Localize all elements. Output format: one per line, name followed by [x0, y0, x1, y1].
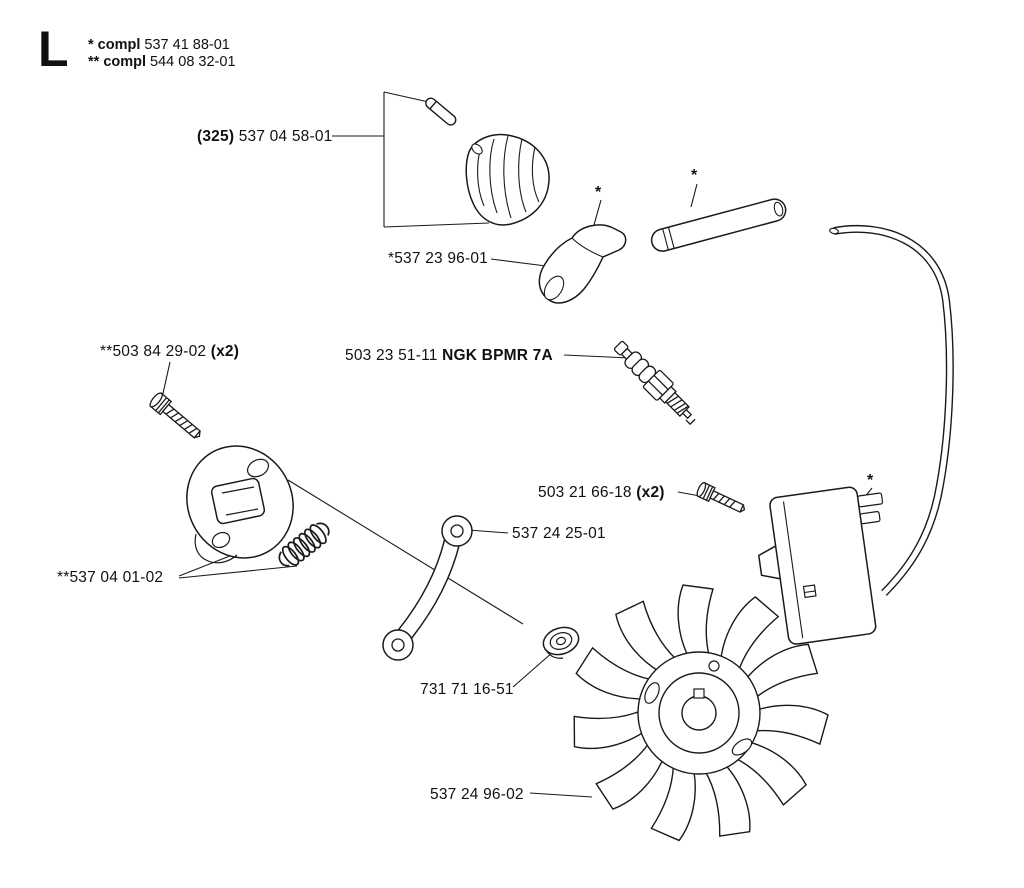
- label-link-arm: 537 24 25-01: [512, 525, 606, 543]
- label-flywheel-nut: 731 71 16-51: [420, 681, 514, 699]
- label-spark-plug: 503 23 51-11 NGK BPMR 7A: [345, 347, 553, 365]
- part-number-text: **537 04 01-02: [57, 569, 164, 586]
- footnote-compl-1: * compl 537 41 88-01: [88, 37, 230, 53]
- asterisk-mark-tube: *: [691, 167, 698, 184]
- carrier-screw: [149, 392, 201, 439]
- label-flywheel: 537 24 96-02: [430, 786, 524, 804]
- flywheel-nut: [542, 626, 580, 659]
- extension-tube: [650, 198, 787, 252]
- part-number-text: 503 23 51-11: [345, 347, 438, 364]
- asterisk-mark-module: *: [867, 472, 874, 489]
- footnote-compl-2: ** compl 544 08 32-01: [88, 54, 236, 70]
- plug-type-text: NGK BPMR 7A: [442, 347, 553, 364]
- part-number-text: **503 84 29-02: [100, 343, 207, 360]
- quantity-text: (x2): [210, 343, 240, 360]
- ignition-module: [757, 486, 884, 645]
- part-number-text: 537 41 88-01: [144, 37, 230, 53]
- flywheel: [569, 584, 830, 843]
- part-number-text: 537 24 96-02: [430, 786, 524, 803]
- part-number-text: 537 24 25-01: [512, 525, 606, 542]
- footnote-mark-text: * compl: [88, 37, 141, 53]
- elbow-cap: [538, 224, 627, 304]
- label-spark-plug-boot: (325) 537 04 58-01: [197, 128, 332, 146]
- label-carrier-plate: **537 04 01-02: [57, 569, 163, 587]
- footnote-mark-text: ** compl: [88, 54, 147, 70]
- spark-plug: [613, 340, 696, 426]
- spark-plug-boot: [465, 133, 550, 226]
- section-letter: L: [38, 21, 69, 77]
- module-screw: [696, 481, 746, 513]
- part-number-text: 503 21 66-18: [538, 484, 632, 501]
- model-ref-text: (325): [197, 128, 235, 145]
- label-carrier-screws: **503 84 29-02 (x2): [100, 343, 239, 361]
- label-elbow-cap: *537 23 96-01: [388, 250, 488, 268]
- part-number-text: *537 23 96-01: [388, 250, 488, 267]
- link-arm: [382, 515, 473, 661]
- spring: [278, 522, 330, 567]
- quantity-text: (x2): [636, 484, 665, 501]
- carrier-plate: [186, 445, 294, 564]
- part-number-text: 731 71 16-51: [420, 681, 514, 698]
- terminal-pin: [425, 97, 457, 126]
- part-number-text: 544 08 32-01: [150, 54, 236, 70]
- asterisk-mark-elbow: *: [595, 184, 602, 201]
- ignition-lead-wire: [829, 224, 954, 596]
- label-module-screws: 503 21 66-18 (x2): [538, 484, 665, 502]
- part-number-text: 537 04 58-01: [238, 128, 333, 145]
